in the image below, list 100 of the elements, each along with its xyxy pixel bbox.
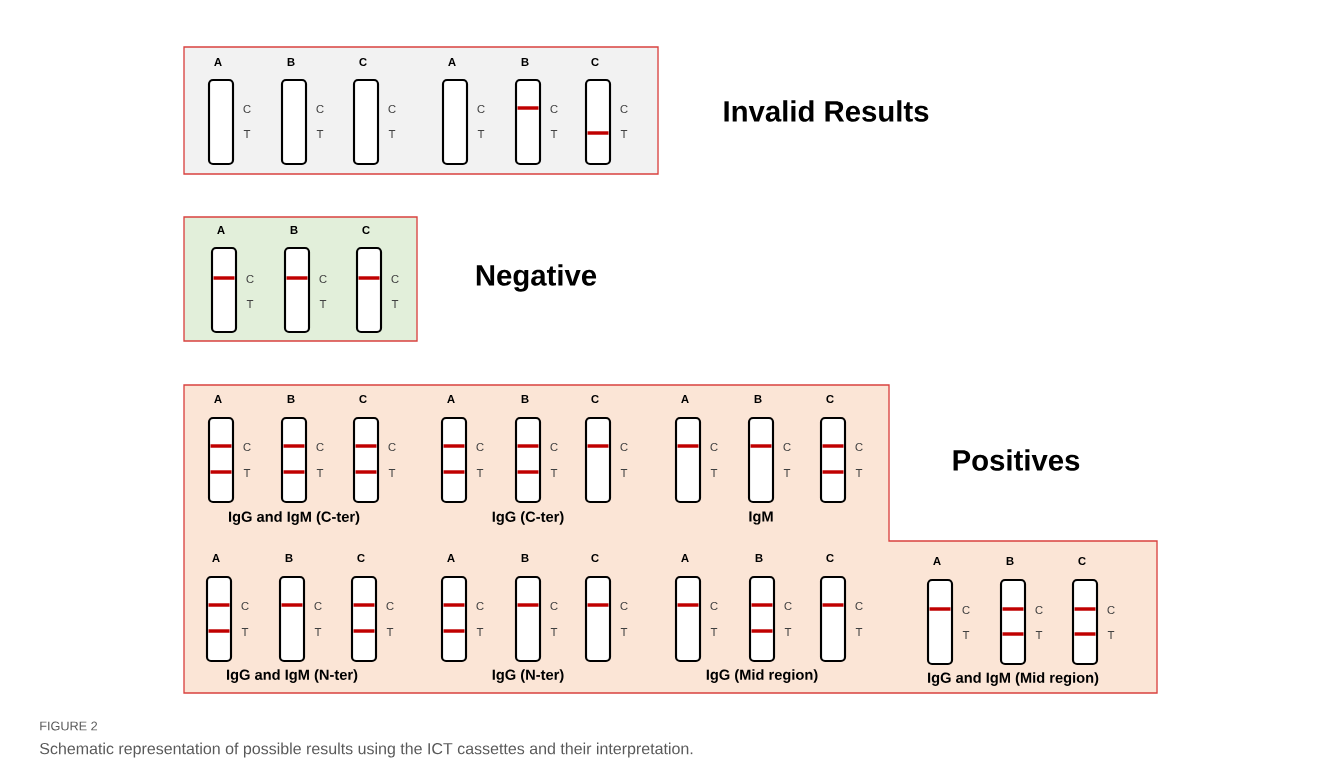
line-marker: C [476, 602, 484, 610]
strip-letter: B [521, 58, 529, 66]
strip-letter: C [1078, 557, 1086, 565]
strip-letter: B [1006, 557, 1014, 565]
line-marker: T [241, 628, 249, 636]
line-marker: C [1107, 606, 1115, 614]
strip-letter: A [448, 58, 456, 66]
line-marker: C [316, 443, 324, 451]
line-marker: C [314, 602, 322, 610]
line-marker: C [388, 443, 396, 451]
line-marker: T [476, 469, 484, 477]
line-marker: C [784, 602, 792, 610]
group-caption: IgG (N-ter) [492, 669, 564, 683]
line-marker: C [391, 275, 399, 283]
line-marker: C [620, 443, 628, 451]
line-marker: T [388, 130, 396, 138]
panel-heading: Positives [953, 449, 1080, 471]
line-marker: T [391, 300, 399, 308]
group-caption: IgG and IgM (Mid region) [928, 672, 1099, 686]
strip-letter: C [359, 58, 367, 66]
line-marker: T [620, 628, 628, 636]
strip-letter: C [362, 226, 370, 234]
line-marker: C [243, 443, 251, 451]
strip-letter: A [681, 554, 689, 562]
strip-letter: A [212, 554, 220, 562]
strip-letter: A [681, 395, 689, 403]
panel-heading: Negative [476, 264, 597, 292]
line-marker: C [246, 275, 254, 283]
group-caption: IgG and IgM (N-ter) [227, 669, 358, 683]
line-marker: T [388, 469, 396, 477]
line-marker: T [319, 300, 327, 308]
line-marker: T [855, 469, 863, 477]
line-marker: T [710, 628, 718, 636]
strip-letter: B [285, 554, 293, 562]
line-marker: T [550, 628, 558, 636]
strip-letter: A [447, 395, 455, 403]
strip-letter: B [290, 226, 298, 234]
strip-letter: C [359, 395, 367, 403]
group-caption: IgG (Mid region) [706, 669, 818, 683]
line-marker: T [477, 130, 485, 138]
strip-letter: B [754, 395, 762, 403]
line-marker: C [316, 105, 324, 113]
line-marker: C [476, 443, 484, 451]
strip-letter: C [591, 554, 599, 562]
line-marker: T [783, 469, 791, 477]
strip-letter: B [755, 554, 763, 562]
line-marker: T [1035, 631, 1043, 639]
strip-letter: C [591, 395, 599, 403]
line-marker: C [855, 443, 863, 451]
line-marker: T [316, 130, 324, 138]
line-marker: T [386, 628, 394, 636]
line-marker: C [783, 443, 791, 451]
line-marker: C [710, 443, 718, 451]
strip-letter: A [933, 557, 941, 565]
line-marker: C [962, 606, 970, 614]
strip-letter: B [287, 58, 295, 66]
line-marker: T [243, 130, 251, 138]
line-marker: T [246, 300, 254, 308]
line-marker: C [388, 105, 396, 113]
line-marker: T [476, 628, 484, 636]
line-marker: T [710, 469, 718, 477]
line-marker: C [319, 275, 327, 283]
line-marker: T [962, 631, 970, 639]
panel-heading: Invalid Results [724, 100, 929, 122]
line-marker: T [855, 628, 863, 636]
line-marker: C [550, 105, 558, 113]
strip-letter: B [287, 395, 295, 403]
strip-letter: C [826, 395, 834, 403]
line-marker: T [784, 628, 792, 636]
strip-letter: B [521, 554, 529, 562]
line-marker: T [314, 628, 322, 636]
line-marker: C [243, 105, 251, 113]
line-marker: C [386, 602, 394, 610]
line-marker: T [243, 469, 251, 477]
group-caption: IgG (C-ter) [492, 511, 564, 525]
strip-letter: C [826, 554, 834, 562]
line-marker: C [710, 602, 718, 610]
strip-letter: A [217, 226, 225, 234]
line-marker: T [550, 469, 558, 477]
line-marker: C [620, 602, 628, 610]
strip-letter: C [357, 554, 365, 562]
line-marker: T [620, 469, 628, 477]
line-marker: T [316, 469, 324, 477]
line-marker: T [620, 130, 628, 138]
strip-letter: B [521, 395, 529, 403]
line-marker: C [241, 602, 249, 610]
line-marker: T [550, 130, 558, 138]
line-marker: C [1035, 606, 1043, 614]
strip-letter: A [214, 58, 222, 66]
strip-letter: C [591, 58, 599, 66]
line-marker: C [477, 105, 485, 113]
line-marker: C [550, 602, 558, 610]
line-marker: T [1107, 631, 1115, 639]
line-marker: C [855, 602, 863, 610]
strip-letter: A [447, 554, 455, 562]
line-marker: C [620, 105, 628, 113]
figure-number: FIGURE 2 [40, 721, 98, 731]
group-caption: IgG and IgM (C-ter) [229, 511, 360, 525]
figure-caption: Schematic representation of possible results using the ICT cassettes and their interpretation. [40, 742, 693, 758]
line-marker: C [550, 443, 558, 451]
